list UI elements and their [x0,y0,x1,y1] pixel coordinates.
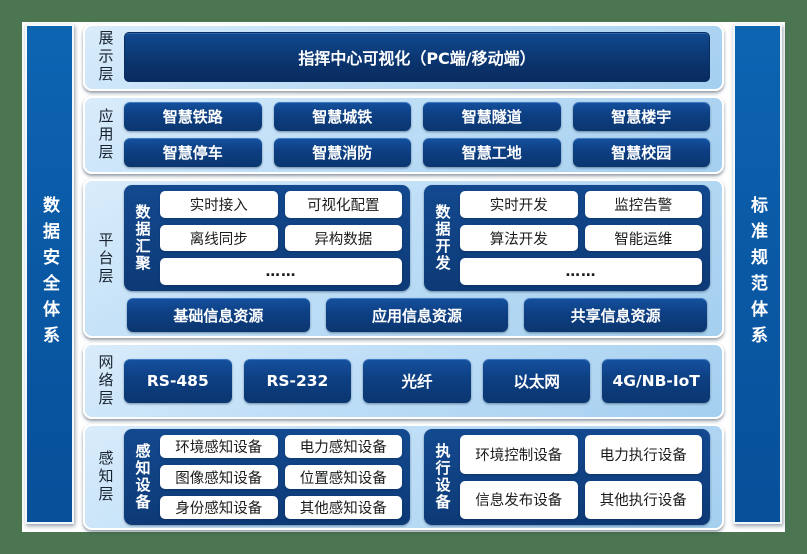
app-chip: 智慧隧道 [423,102,561,132]
platform-groups: 数据汇聚 实时接入 可视化配置 离线同步 异构数据 …… [124,184,710,292]
layer-application-body: 智慧铁路 智慧城铁 智慧隧道 智慧楼宇 智慧停车 智慧消防 智慧工地 智慧校园 [124,102,710,168]
resource-chip: 应用信息资源 [325,298,509,333]
data-aggregation-grid: 实时接入 可视化配置 离线同步 异构数据 …… [160,190,402,286]
data-development-group: 数据开发 实时开发 监控告警 算法开发 智能运维 …… [424,184,710,292]
sensing-devices-grid: 环境感知设备 电力感知设备 图像感知设备 位置感知设备 身份感知设备 其他感知设… [160,435,402,519]
data-aggregation-group: 数据汇聚 实时接入 可视化配置 离线同步 异构数据 …… [124,184,410,292]
layer-display-body: 指挥中心可视化（PC端/移动端） [124,30,710,85]
device-chip: 电力执行设备 [584,435,702,474]
network-chip: RS-232 [243,359,352,404]
execution-devices-label-wrap: 执行设备 [432,435,452,519]
layer-application: 应用层 智慧铁路 智慧城铁 智慧隧道 智慧楼宇 智慧停车 智慧消防 智慧工地 [83,95,724,174]
layer-perception: 感知层 感知设备 环境感知设备 电力感知设备 图像感 [83,424,724,530]
layer-stack: 展示层 指挥中心可视化（PC端/移动端） 应用层 智慧铁路 智慧城铁 [83,24,724,530]
device-chip: 环境控制设备 [460,435,578,474]
device-chip: 位置感知设备 [284,465,402,489]
app-chip: 智慧工地 [423,138,561,168]
layer-display-label-wrap: 展示层 [93,30,117,85]
layer-display: 展示层 指挥中心可视化（PC端/移动端） [83,24,724,91]
network-row: RS-485 RS-232 光纤 以太网 4G/NB-IoT [124,359,710,404]
layer-network: 网络层 RS-485 RS-232 光纤 以太网 4G/NB-IoT [83,343,724,420]
data-security-pillar-label: 数据安全体系 [39,196,59,352]
app-chip: 智慧停车 [124,138,262,168]
device-chip: 其他感知设备 [284,495,402,519]
capability-chip: 智能运维 [584,224,702,252]
capability-chip: 离线同步 [160,224,278,252]
standards-pillar-label: 标准规范体系 [747,196,767,352]
diagram-background: 数据安全体系 展示层 指挥中心可视化（PC端/移动端） 应用层 [22,22,785,532]
execution-devices-grid: 环境控制设备 电力执行设备 信息发布设备 其他执行设备 [460,435,702,519]
command-center-box: 指挥中心可视化（PC端/移动端） [124,32,710,83]
layer-platform-label: 平台层 [96,231,115,286]
app-chip: 智慧楼宇 [572,102,710,132]
layer-perception-body: 感知设备 环境感知设备 电力感知设备 图像感知设备 位置感知设备 身份感知设备 … [124,429,710,525]
layer-platform: 平台层 数据汇聚 实时接入 可视化配置 离线同步 [83,178,724,339]
layer-application-label: 应用层 [96,107,115,162]
app-chip: 智慧消防 [273,138,411,168]
capability-chip: 实时接入 [160,190,278,218]
data-aggregation-label-wrap: 数据汇聚 [132,191,152,286]
network-chip: 4G/NB-IoT [602,359,710,404]
sensing-devices-label-wrap: 感知设备 [132,435,152,519]
sensing-devices-label: 感知设备 [133,443,152,512]
diagram-content: 数据安全体系 展示层 指挥中心可视化（PC端/移动端） 应用层 [25,24,782,530]
device-chip: 身份感知设备 [160,495,278,519]
resource-chip: 共享信息资源 [524,298,708,333]
app-chip: 智慧铁路 [124,102,262,132]
device-chip: 环境感知设备 [160,435,278,459]
network-chip: 以太网 [482,359,591,404]
perception-groups: 感知设备 环境感知设备 电力感知设备 图像感知设备 位置感知设备 身份感知设备 … [124,429,710,525]
execution-devices-group: 执行设备 环境控制设备 电力执行设备 信息发布设备 其他执行设备 [424,429,710,525]
information-resources-row: 基础信息资源 应用信息资源 共享信息资源 [124,298,710,333]
execution-devices-label: 执行设备 [433,443,452,512]
device-chip: 电力感知设备 [284,435,402,459]
network-chip: 光纤 [363,359,471,404]
layer-application-label-wrap: 应用层 [93,102,117,168]
data-security-pillar: 数据安全体系 [25,24,74,524]
layer-platform-label-wrap: 平台层 [93,185,117,333]
layer-network-label: 网络层 [96,354,115,409]
capability-chip: 实时开发 [460,190,578,218]
network-chip: RS-485 [124,359,232,404]
sensing-devices-group: 感知设备 环境感知设备 电力感知设备 图像感知设备 位置感知设备 身份感知设备 … [124,429,410,525]
layer-perception-label: 感知层 [96,450,115,505]
data-development-label-wrap: 数据开发 [432,191,452,286]
layer-network-label-wrap: 网络层 [93,349,117,413]
layer-platform-body: 数据汇聚 实时接入 可视化配置 离线同步 异构数据 …… [124,184,710,333]
standards-pillar: 标准规范体系 [733,24,782,524]
device-chip: 其他执行设备 [584,480,702,519]
app-chip: 智慧校园 [572,138,710,168]
capability-chip: 算法开发 [460,224,578,252]
layer-network-body: RS-485 RS-232 光纤 以太网 4G/NB-IoT [124,349,710,413]
layer-perception-label-wrap: 感知层 [93,429,117,525]
data-development-label: 数据开发 [433,204,452,273]
device-chip: 信息发布设备 [460,480,578,519]
data-aggregation-label: 数据汇聚 [133,204,152,273]
capability-chip: 监控告警 [584,190,702,218]
layer-display-label: 展示层 [96,30,115,85]
resource-chip: 基础信息资源 [127,298,310,333]
capability-chip: 可视化配置 [284,190,402,218]
capability-chip: 异构数据 [284,224,402,252]
data-development-grid: 实时开发 监控告警 算法开发 智能运维 …… [460,190,702,286]
application-row-2: 智慧停车 智慧消防 智慧工地 智慧校园 [124,138,710,168]
more-ellipsis: …… [160,258,402,286]
more-ellipsis: …… [460,258,702,286]
device-chip: 图像感知设备 [160,465,278,489]
app-chip: 智慧城铁 [273,102,411,132]
application-row-1: 智慧铁路 智慧城铁 智慧隧道 智慧楼宇 [124,102,710,132]
